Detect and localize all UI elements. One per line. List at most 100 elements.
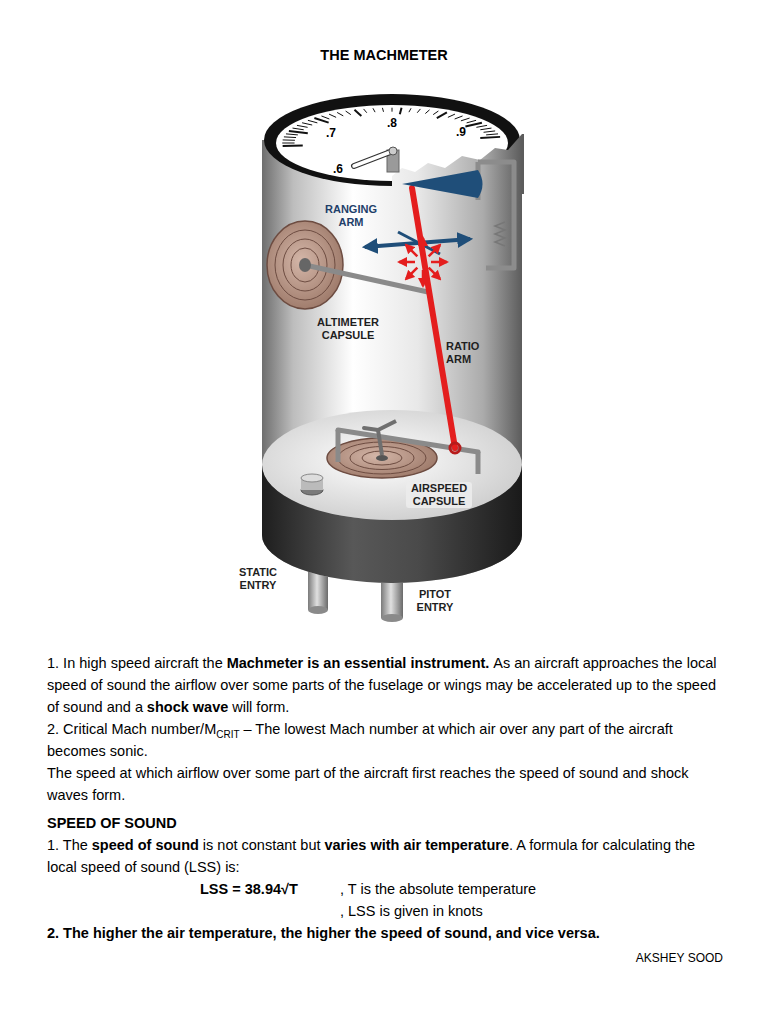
body-text: shock wave [147, 699, 228, 715]
body-text: 1. In high speed aircraft the [47, 655, 223, 671]
dial-tick [346, 111, 351, 115]
dial-tick [321, 116, 329, 119]
section-heading: SPEED OF SOUND [47, 815, 177, 831]
formula: LSS = 38.94√T [200, 878, 298, 900]
movement-arrow [422, 270, 425, 286]
dial-number: .7 [322, 126, 340, 140]
capsule-ring [275, 230, 335, 300]
body-text: is not constant but [203, 837, 321, 853]
part-label: ALTIMETER CAPSULE [305, 316, 391, 342]
part-label: AIRSPEED CAPSULE [406, 482, 472, 508]
formula-note: , LSS is given in knots [340, 900, 483, 922]
pointer-pivot [389, 147, 397, 155]
ratio-arm [412, 188, 455, 448]
text-paragraph: 1. In high speed aircraft theMachmeter i… [47, 652, 723, 718]
wedge [402, 170, 483, 198]
movement-arrow [429, 245, 440, 256]
text-paragraph: LSS = 38.94√T , T is the absolute tempera… [47, 878, 723, 922]
body-text: The speed at which airflow over some par… [47, 765, 689, 803]
dial-number: .9 [452, 125, 470, 139]
text-paragraph: 1. Thespeed of soundis not constant butv… [47, 834, 723, 878]
dial-tick [289, 131, 308, 133]
support-bracket [478, 162, 514, 268]
page-title: THE MACHMETER [0, 46, 768, 64]
part-label: RANGING ARM [318, 203, 384, 229]
case-base [262, 465, 522, 583]
case-floor [262, 410, 522, 520]
static-port-top [301, 474, 323, 482]
dial-scale [282, 108, 500, 146]
dial-tick [308, 120, 317, 123]
movement-arrow [431, 261, 447, 264]
static-tube-end [308, 606, 328, 614]
dial-tick [364, 109, 367, 113]
linkage-post [336, 430, 341, 462]
pitot-tube-end [381, 614, 403, 622]
body-text: speed of sound [92, 837, 199, 853]
dial-tick [400, 108, 402, 114]
altimeter-shaft [305, 265, 428, 292]
dial-tick [337, 112, 343, 115]
dial-tick [329, 114, 336, 117]
dial-tick [284, 136, 296, 138]
capsule-ring [283, 239, 327, 291]
body-text: will form. [232, 699, 289, 715]
dial-tick [302, 123, 312, 125]
text-paragraph: AKSHEY SOOD [47, 950, 723, 966]
dial-tick [476, 125, 487, 127]
subscript: CRIT [216, 729, 239, 740]
text-paragraph: The speed at which airflow over some par… [47, 762, 723, 806]
pointer [354, 151, 393, 166]
instrument-case [262, 140, 522, 583]
body-text: 1. The [47, 837, 88, 853]
movement-arrows [399, 238, 447, 286]
text-paragraph: 2. The higher the air temperature, the h… [47, 922, 723, 944]
dial-tick [484, 131, 496, 132]
dial-tick [417, 109, 420, 113]
dial-tick [480, 137, 500, 138]
movement-arrow [406, 245, 417, 256]
dial-tick [283, 145, 303, 148]
dial-tick [373, 108, 375, 112]
dial-tick [382, 108, 383, 112]
dial-tick [282, 143, 294, 144]
dial-tick [297, 125, 308, 127]
dial-tick [409, 108, 411, 112]
dial-tick [448, 114, 455, 117]
dial-tick [286, 134, 298, 135]
part-label: RATIO ARM [446, 340, 496, 366]
text-section: 1. In high speed aircraft theMachmeter i… [47, 652, 723, 966]
ratio-arm-pivot [450, 443, 460, 453]
capsule-link [364, 428, 378, 430]
dial-tick [425, 110, 429, 114]
dial-tick [465, 123, 482, 127]
body-text: varies with air temperature [324, 837, 509, 853]
dial-tick [467, 120, 476, 123]
author-name: AKSHEY SOOD [636, 951, 723, 965]
dial-tick [314, 118, 328, 123]
dial-tick [486, 134, 498, 135]
dial-tick [433, 111, 438, 115]
hair-spring [495, 222, 505, 246]
dial-tick [455, 116, 463, 119]
dial-tick [480, 128, 491, 130]
dial-tick [283, 139, 295, 140]
dial-number: .6 [329, 162, 347, 176]
dial-tick [461, 118, 470, 121]
linkage-post [476, 452, 481, 474]
part-label: PITOT ENTRY [410, 588, 460, 614]
body-text: Machmeter is an essential instrument. [227, 655, 490, 671]
dial-tick [437, 112, 447, 118]
movement-arrow [429, 268, 440, 279]
body-text: 2. Critical Mach number/M [47, 721, 216, 737]
dial-tick [354, 110, 361, 116]
capsule-centre [299, 258, 311, 272]
movement-arrow [399, 261, 415, 264]
pointer [354, 151, 393, 166]
formula-note: , T is the absolute temperature [340, 878, 536, 900]
movement-arrow [422, 238, 425, 254]
capsule-link [378, 421, 396, 455]
part-label: STATIC ENTRY [230, 566, 286, 592]
dial-tick [392, 108, 393, 112]
capsule-centre [376, 455, 388, 461]
